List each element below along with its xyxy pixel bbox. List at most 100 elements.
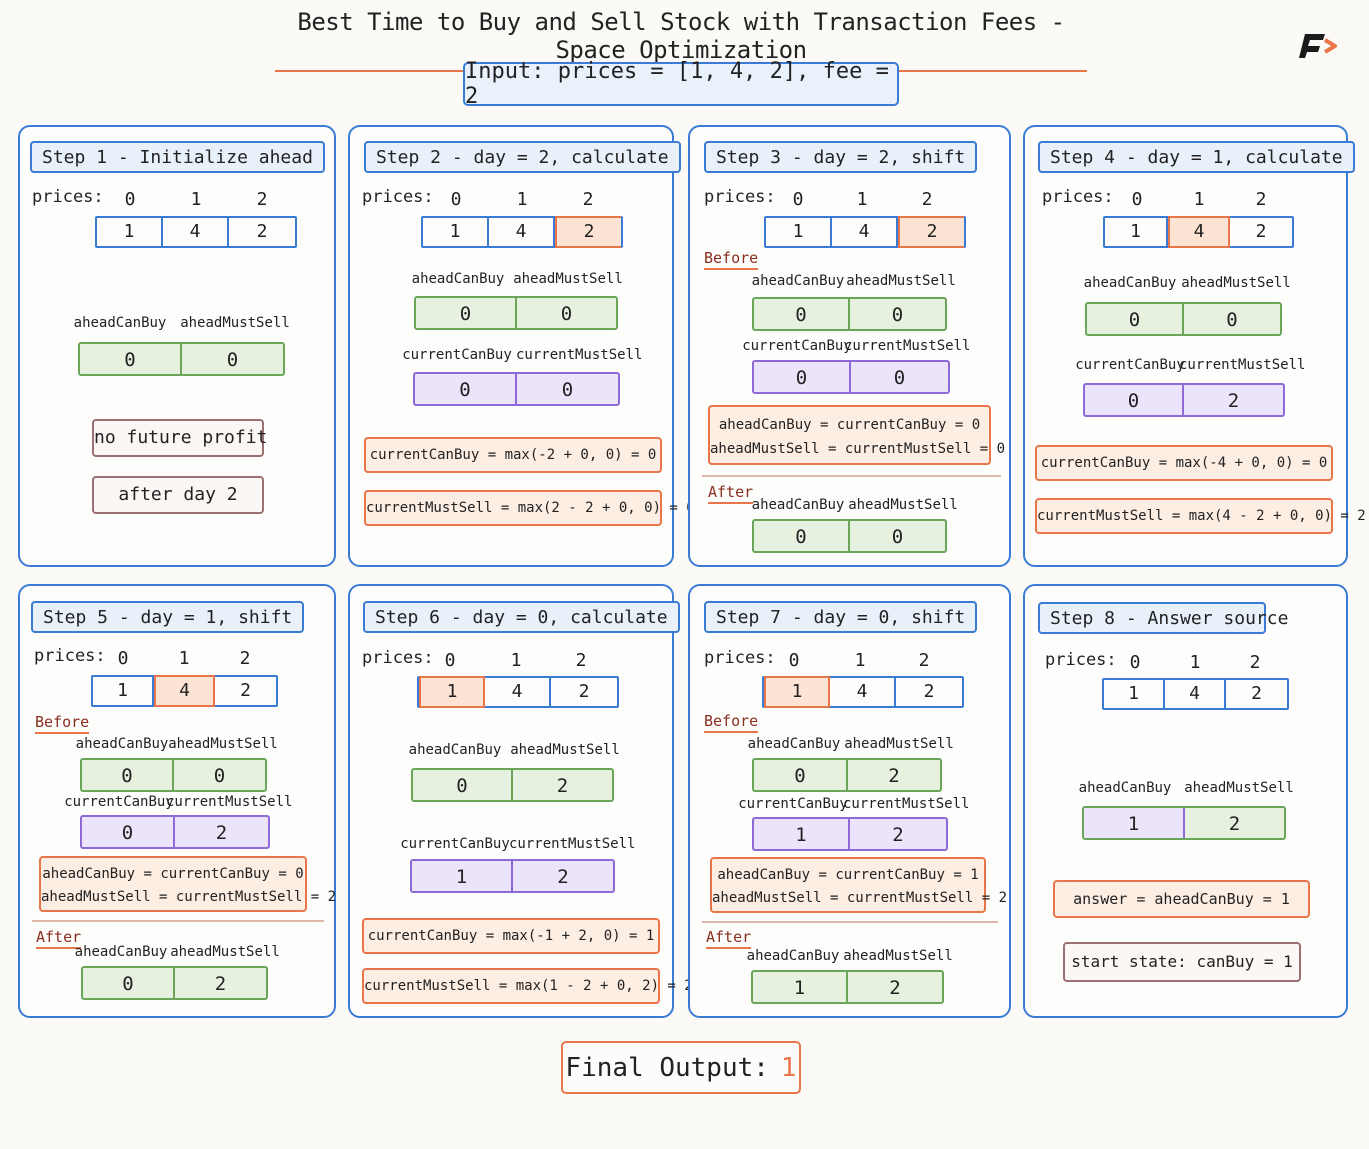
current-must-sell-value: 2 (1227, 390, 1240, 412)
index-label: 2 (921, 189, 933, 210)
brand-logo-icon (1299, 34, 1337, 58)
current-must-sell-value: 2 (892, 824, 904, 846)
ahead-can-buy-label: aheadCanBuy (1083, 275, 1177, 291)
ahead-can-buy-label: aheadCanBuy (74, 944, 168, 960)
price-cell: 2 (923, 681, 935, 702)
index-label: 1 (190, 189, 202, 210)
final-output: Final Output: 1 (561, 1041, 801, 1094)
prices-label: prices: (704, 648, 776, 668)
price-cell-highlighted: 1 (764, 676, 830, 708)
after-ahead-values: 0 0 (752, 519, 947, 553)
current-can-buy-label: currentCanBuy (1075, 357, 1185, 373)
index-label: 1 (856, 189, 868, 210)
shift-line: aheadCanBuy = currentCanBuy = 0 (42, 866, 304, 882)
index-label: 0 (788, 650, 800, 671)
index-label: 2 (582, 189, 594, 210)
price-cell-highlighted: 1 (419, 676, 485, 708)
ahead-can-buy-value: 0 (82, 760, 174, 790)
current-values: 0 0 (752, 360, 950, 394)
current-can-buy-label: currentCanBuy (400, 836, 510, 852)
formula-note: currentMustSell = max(1 - 2 + 0, 2) = 2 (362, 968, 693, 1004)
step-5-panel: Step 5 - day = 1, shift prices: 0 1 2 1 … (18, 584, 336, 1018)
index-label: 1 (1189, 652, 1201, 673)
price-cell: 4 (485, 678, 551, 706)
after-label: After (36, 928, 82, 949)
price-cell: 4 (163, 218, 229, 246)
step-title: Step 2 - day = 2, calculate (364, 141, 681, 173)
current-must-sell-label: currentMustSell (843, 796, 970, 812)
prices-label: prices: (32, 187, 104, 207)
current-values: 0 2 (1083, 383, 1285, 417)
ahead-must-sell-value: 2 (888, 765, 900, 787)
shift-line: aheadMustSell = currentMustSell = 2 (712, 890, 1008, 906)
shift-note: aheadCanBuy = currentCanBuy = 0 aheadMus… (39, 856, 337, 912)
ahead-must-sell-label: aheadMustSell (510, 742, 620, 758)
after-label: After (708, 483, 754, 504)
prices-array: 1 4 2 (95, 216, 297, 248)
step-title: Step 3 - day = 2, shift (704, 141, 978, 173)
index-label: 0 (1131, 189, 1143, 210)
current-can-buy-value: 0 (754, 362, 851, 392)
index-label: 0 (1129, 652, 1141, 673)
index-label: 0 (792, 189, 804, 210)
prices-label: prices: (1045, 650, 1117, 670)
index-label: 2 (256, 189, 268, 210)
index-label: 1 (178, 648, 190, 669)
price-cell: 4 (830, 678, 896, 706)
page-title: Best Time to Buy and Sell Stock with Tra… (275, 8, 1087, 72)
ahead-can-buy-label: aheadCanBuy (73, 315, 167, 331)
shift-note: aheadCanBuy = currentCanBuy = 1 aheadMus… (710, 857, 1008, 913)
ahead-can-buy-value: 0 (754, 299, 850, 329)
price-cell-highlighted: 4 (1168, 216, 1230, 248)
ahead-must-sell-label: aheadMustSell (170, 944, 280, 960)
price-cell: 1 (423, 218, 489, 246)
ahead-must-sell-value: 2 (214, 973, 227, 995)
prices-array: 1 4 2 (762, 676, 964, 708)
ahead-can-buy-label: aheadCanBuy (747, 736, 841, 752)
price-cell-highlighted: 2 (555, 216, 621, 248)
index-label: 0 (117, 648, 129, 669)
price-cell-highlighted: 4 (154, 675, 215, 707)
step-8-panel: Step 8 - Answer source prices: 0 1 2 1 4… (1023, 584, 1348, 1018)
formula-note: currentMustSell = max(4 - 2 + 0, 0) = 2 (1035, 498, 1366, 534)
ahead-can-buy-label: aheadCanBuy (1078, 780, 1172, 796)
shift-line: aheadMustSell = currentMustSell = 0 (710, 441, 1006, 457)
step-3-panel: Step 3 - day = 2, shift prices: 0 1 2 1 … (688, 125, 1011, 567)
ahead-can-buy-value: 1 (1084, 808, 1185, 838)
price-cell: 1 (1104, 680, 1165, 708)
ahead-can-buy-value: 0 (754, 521, 850, 551)
formula-note: currentCanBuy = max(-2 + 0, 0) = 0 (364, 437, 662, 473)
index-label: 2 (1249, 652, 1261, 673)
current-must-sell-value: 0 (893, 367, 906, 389)
ahead-must-sell-value: 0 (891, 526, 904, 548)
final-output-value: 1 (780, 1052, 797, 1083)
after-ahead-values: 0 2 (81, 966, 268, 1000)
price-cell: 2 (240, 680, 251, 701)
current-must-sell-label: currentMustSell (1179, 357, 1306, 373)
divider (702, 921, 998, 923)
current-must-sell-label: currentMustSell (509, 836, 636, 852)
index-label: 0 (124, 189, 136, 210)
current-values: 1 2 (410, 859, 615, 893)
shift-note: aheadCanBuy = currentCanBuy = 0 aheadMus… (708, 405, 1006, 465)
step-6-panel: Step 6 - day = 0, calculate prices: 0 1 … (348, 584, 693, 1018)
price-cell: 1 (1105, 218, 1168, 246)
step-title: Step 7 - day = 0, shift (704, 601, 978, 633)
current-can-buy-value: 0 (1085, 385, 1184, 415)
ahead-can-buy-value: 0 (1087, 304, 1184, 334)
ahead-must-sell-value: 0 (891, 304, 904, 326)
price-cell: 2 (1255, 221, 1267, 242)
current-must-sell-label: currentMustSell (166, 794, 293, 810)
after-ahead-values: 1 2 (751, 970, 944, 1004)
step-title: Step 5 - day = 1, shift (31, 601, 305, 633)
current-can-buy-value: 1 (754, 819, 850, 849)
ahead-values: 0 0 (414, 296, 618, 330)
current-must-sell-value: 2 (557, 866, 569, 888)
price-cell-highlighted: 2 (898, 216, 964, 248)
ahead-must-sell-label: aheadMustSell (180, 315, 290, 331)
ahead-can-buy-label: aheadCanBuy (751, 497, 845, 513)
shift-line: aheadMustSell = currentMustSell = 2 (41, 889, 337, 905)
price-cell: 4 (832, 218, 898, 246)
before-label: Before (704, 249, 759, 270)
prices-array: 1 4 2 (417, 676, 619, 708)
